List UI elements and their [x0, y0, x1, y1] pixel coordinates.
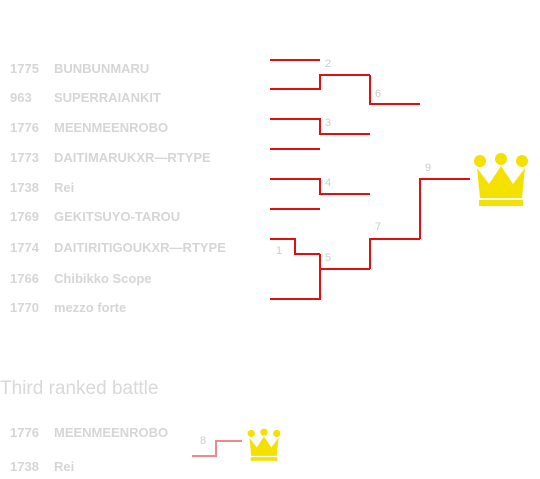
- match-number-5: 5: [325, 252, 331, 264]
- entry-seed: 1738: [10, 180, 39, 195]
- entry-name: GEKITSUYO-TAROU: [54, 209, 181, 224]
- entry-name: MEENMEENROBO: [54, 425, 169, 440]
- entry-name: DAITIMARUKXR―RTYPE: [54, 150, 211, 165]
- bracket-entry-5[interactable]: 1738 Rei: [10, 179, 74, 197]
- bracket-entry-6[interactable]: 1769 GEKITSUYO-TAROU: [10, 208, 180, 226]
- entry-seed: 1766: [10, 271, 39, 286]
- bracket-entry-8[interactable]: 1766 Chibikko Scope: [10, 270, 152, 288]
- entry-seed: 1775: [10, 61, 39, 76]
- crown-icon: [247, 428, 281, 461]
- bracket-entry-4[interactable]: 1773 DAITIMARUKXR―RTYPE: [10, 149, 211, 167]
- match-number-3: 3: [325, 117, 331, 129]
- entry-name: SUPERRAIANKIT: [54, 90, 161, 105]
- match-number-7: 7: [375, 221, 381, 233]
- match-number-8: 8: [200, 435, 206, 447]
- third-place-entry-1[interactable]: 1776 MEENMEENROBO: [10, 424, 168, 442]
- entry-name: BUNBUNMARU: [54, 61, 150, 76]
- bracket-lines: [270, 59, 470, 300]
- third-ranked-battle-title: Third ranked battle: [0, 378, 159, 399]
- match-number-1: 1: [276, 245, 282, 257]
- entry-name: Chibikko Scope: [54, 271, 152, 286]
- third-place-lines: [192, 440, 242, 457]
- match-number-2: 2: [325, 58, 331, 70]
- entry-seed: 1770: [10, 300, 39, 315]
- entry-name: Rei: [54, 459, 75, 474]
- bracket-entry-1[interactable]: 1775 BUNBUNMARU: [10, 60, 149, 78]
- match-number-4: 4: [325, 177, 331, 189]
- entry-seed: 1769: [10, 209, 39, 224]
- third-place-entry-2[interactable]: 1738 Rei: [10, 458, 74, 476]
- crown-icon: [474, 153, 528, 206]
- entry-seed: 1776: [10, 425, 39, 440]
- entry-name: Rei: [54, 180, 75, 195]
- bracket-entry-7[interactable]: 1774 DAITIRITIGOUKXR―RTYPE: [10, 239, 226, 257]
- bracket-entry-2[interactable]: 963 SUPERRAIANKIT: [10, 89, 161, 107]
- entry-seed: 1773: [10, 150, 39, 165]
- entry-name: DAITIRITIGOUKXR―RTYPE: [54, 240, 226, 255]
- entry-seed: 963: [10, 90, 32, 105]
- bracket-entry-3[interactable]: 1776 MEENMEENROBO: [10, 119, 168, 137]
- match-number-9: 9: [425, 162, 431, 174]
- bracket-entry-9[interactable]: 1770 mezzo forte: [10, 299, 126, 317]
- entry-name: mezzo forte: [54, 300, 127, 315]
- entry-seed: 1738: [10, 459, 39, 474]
- entry-name: MEENMEENROBO: [54, 120, 169, 135]
- entry-seed: 1776: [10, 120, 39, 135]
- entry-seed: 1774: [10, 240, 39, 255]
- match-number-6: 6: [375, 88, 381, 100]
